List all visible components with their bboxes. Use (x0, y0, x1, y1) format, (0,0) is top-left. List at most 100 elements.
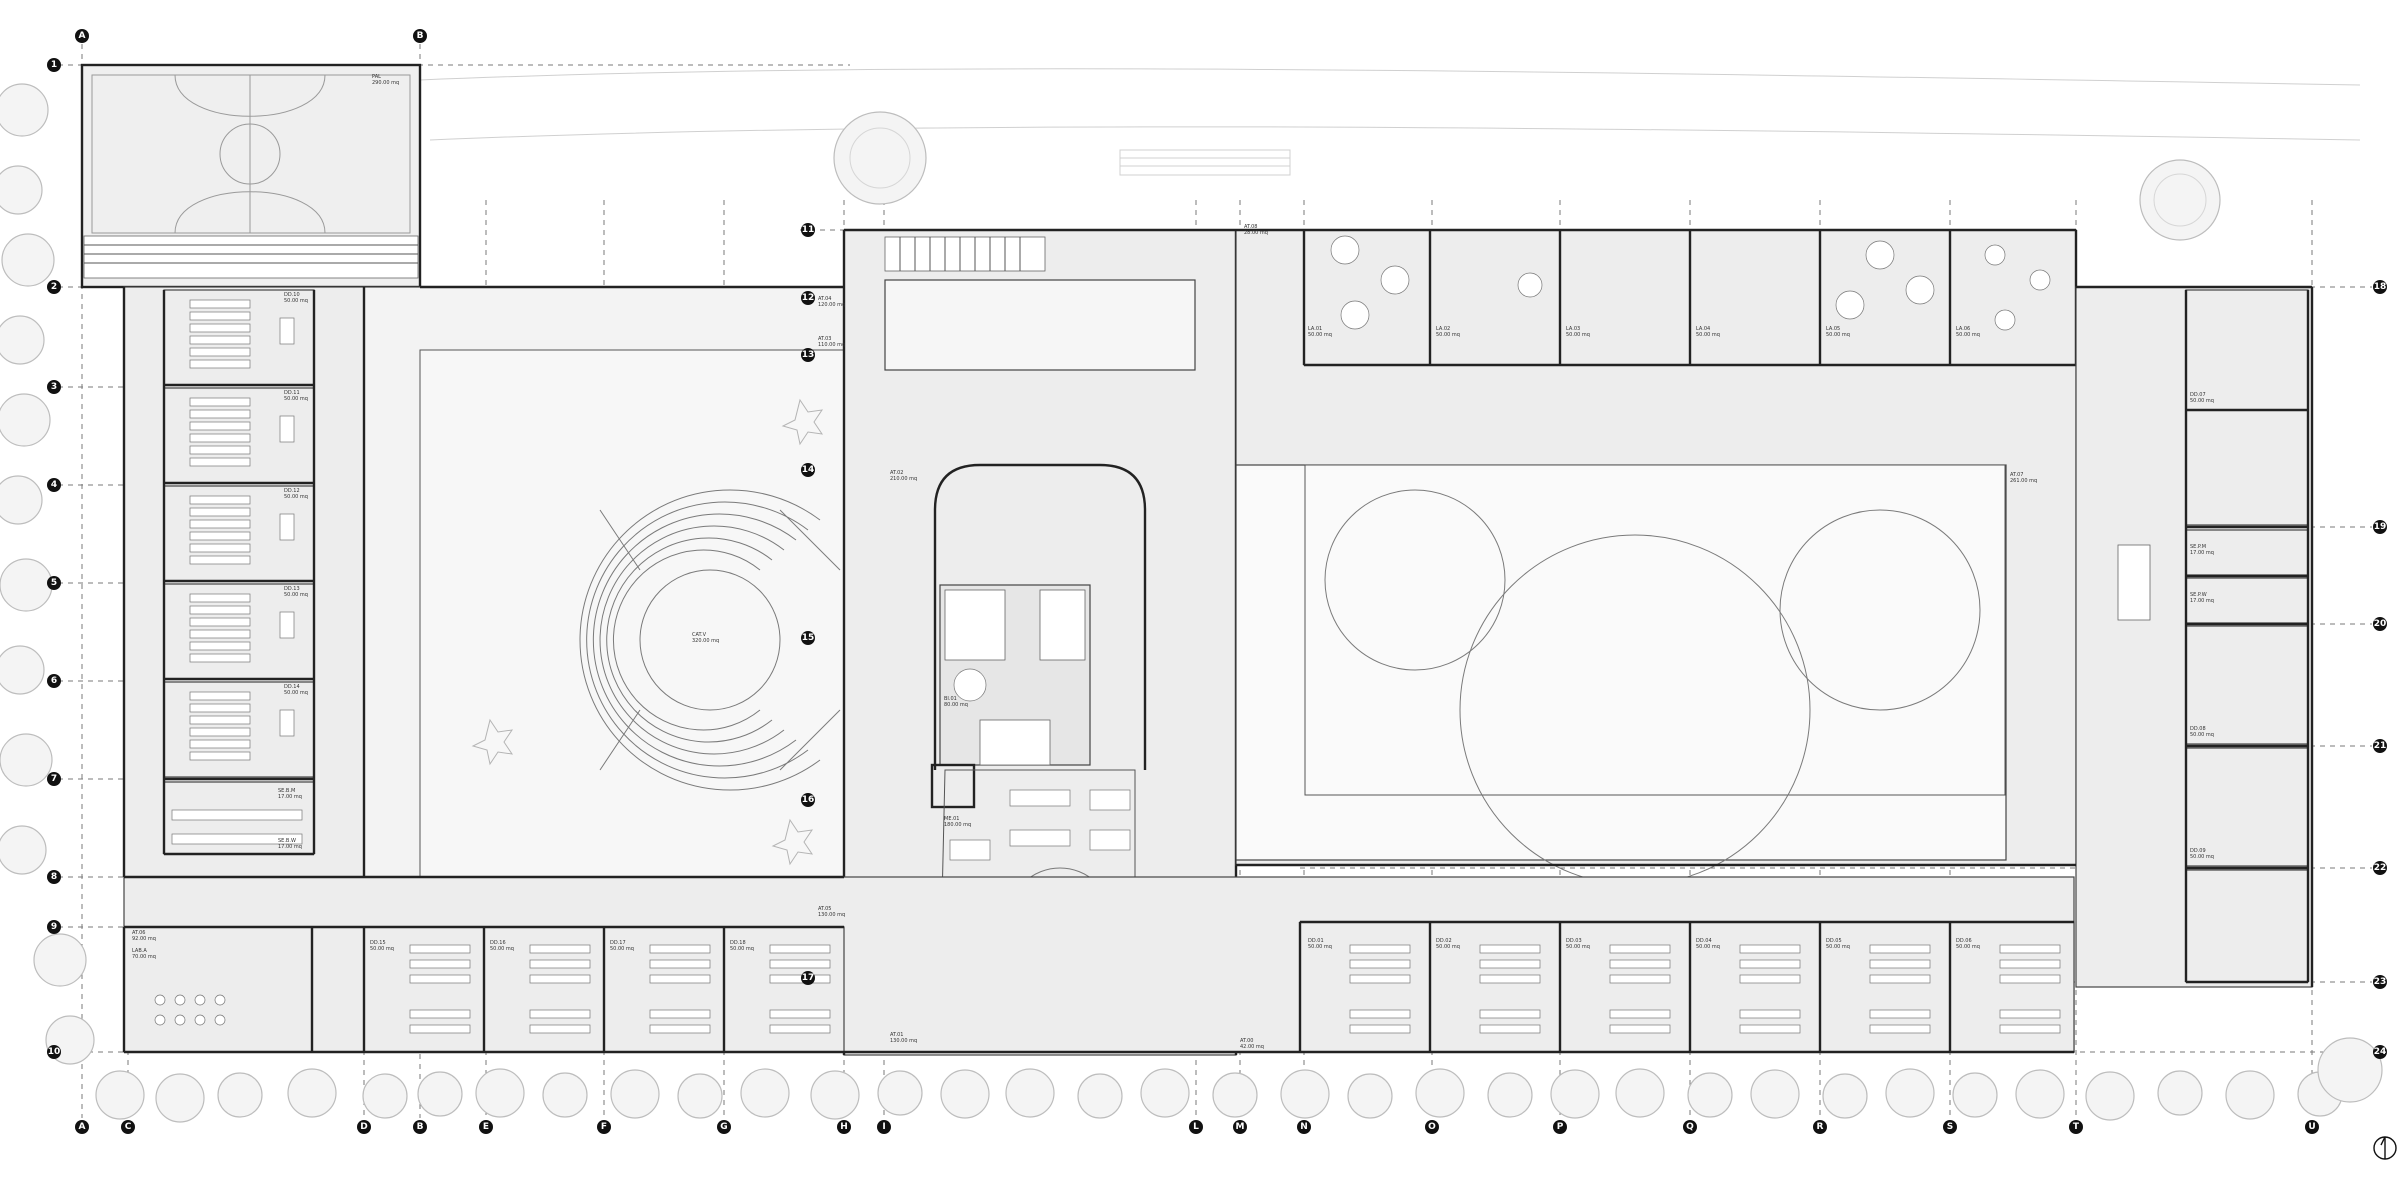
circulation-walls (122, 228, 2314, 987)
svg-text:T: T (2073, 1122, 2080, 1132)
grid-bubble-row-13: 13 (801, 348, 815, 362)
grid-bubble-row-19: 19 (2373, 520, 2387, 534)
amphitheatre (579, 489, 841, 791)
svg-text:Q: Q (1686, 1122, 1694, 1132)
grid-bubble-row-16: 16 (801, 793, 815, 807)
grid-bubble-row-12: 12 (801, 291, 815, 305)
grid-bubble-row-9: 9 (47, 920, 61, 934)
south-wing (122, 876, 2075, 1054)
svg-text:17: 17 (802, 973, 815, 983)
grid-bubble-row-22: 22 (2373, 861, 2387, 875)
svg-text:P: P (1557, 1122, 1564, 1132)
svg-text:D: D (360, 1122, 367, 1132)
svg-text:C: C (125, 1122, 132, 1132)
courtyard-west (363, 286, 845, 878)
grid-bubble-col-C: C (121, 1120, 135, 1134)
grid-bubble-row-4: 4 (47, 478, 61, 492)
east-courtyard (1235, 228, 2078, 886)
grid-bubble-row-11: 11 (801, 223, 815, 237)
tree-column-west (0, 83, 95, 1065)
grid-bubble-col-A: A (75, 1120, 89, 1134)
grid-bubble-col-F: F (597, 1120, 611, 1134)
grid-bubble-col-U: U (2305, 1120, 2319, 1134)
grid-bubble-col-Q: Q (1683, 1120, 1697, 1134)
svg-text:2: 2 (51, 282, 57, 292)
west-wing (123, 286, 365, 878)
svg-text:10: 10 (48, 1047, 61, 1057)
desk-rows-west (171, 299, 303, 845)
svg-text:22: 22 (2374, 863, 2387, 873)
svg-text:16: 16 (802, 795, 815, 805)
svg-text:I: I (882, 1122, 885, 1132)
grid-bubble-col-N: N (1297, 1120, 1311, 1134)
grid-bubble-col-H: H (837, 1120, 851, 1134)
svg-text:23: 23 (2374, 977, 2387, 987)
grid-bubble-col-I: I (877, 1120, 891, 1134)
grid-bubble-col-R: R (1813, 1120, 1827, 1134)
grid-bubble-col-G: G (717, 1120, 731, 1134)
east-wing (2075, 286, 2313, 988)
grid-bubble-col-E: E (479, 1120, 493, 1134)
svg-text:15: 15 (802, 633, 815, 643)
svg-text:19: 19 (2374, 522, 2387, 532)
svg-text:6: 6 (51, 676, 57, 686)
grid-bubble-row-24: 24 (2373, 1045, 2387, 1059)
grid-bubble-row-21: 21 (2373, 739, 2387, 753)
svg-text:H: H (840, 1122, 848, 1132)
svg-text:E: E (483, 1122, 489, 1132)
grid-bubble-col-A: A (75, 29, 89, 43)
svg-text:S: S (1947, 1122, 1953, 1132)
svg-text:A: A (79, 31, 86, 41)
grid-bubble-row-1: 1 (47, 58, 61, 72)
svg-text:1: 1 (51, 60, 57, 70)
grid-bubble-row-23: 23 (2373, 975, 2387, 989)
grid-bubble-col-O: O (1425, 1120, 1439, 1134)
tree-row-south (95, 1068, 2343, 1123)
svg-text:9: 9 (51, 922, 57, 932)
svg-text:A: A (79, 1122, 86, 1132)
grid-bubble-row-18: 18 (2373, 280, 2387, 294)
grid-bubble-row-15: 15 (801, 631, 815, 645)
grid-bubble-col-S: S (1943, 1120, 1957, 1134)
svg-text:O: O (1428, 1122, 1436, 1132)
grid-bubble-row-20: 20 (2373, 617, 2387, 631)
grid-bubble-col-B: B (413, 29, 427, 43)
svg-text:21: 21 (2374, 741, 2387, 751)
grid-bubble-row-14: 14 (801, 463, 815, 477)
svg-text:F: F (601, 1122, 607, 1132)
svg-text:11: 11 (802, 225, 815, 235)
desk-rows-south (154, 944, 2061, 1034)
svg-text:G: G (720, 1122, 727, 1132)
svg-text:B: B (417, 31, 424, 41)
grid-bubble-row-7: 7 (47, 772, 61, 786)
